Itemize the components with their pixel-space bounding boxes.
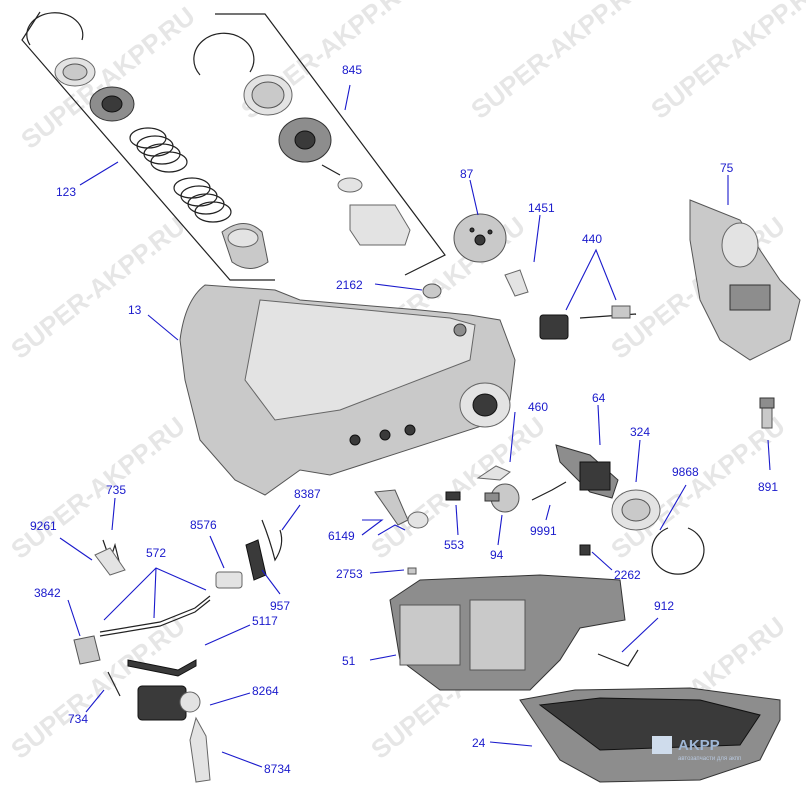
callout-8576[interactable]: 8576: [190, 518, 217, 532]
callout-94[interactable]: 94: [490, 548, 504, 562]
callout-8734[interactable]: 8734: [264, 762, 291, 776]
callout-9261[interactable]: 9261: [30, 519, 57, 533]
part-845-snap-ring[interactable]: [193, 32, 255, 76]
callout-957[interactable]: 957: [270, 599, 290, 613]
callout-2753[interactable]: 2753: [336, 567, 363, 581]
watermark: SUPER-AKPP.RU: [5, 411, 190, 565]
bracket-123: [21, 11, 275, 281]
part-9991-bracket-wire[interactable]: [531, 481, 567, 501]
callout-572[interactable]: 572: [146, 546, 166, 560]
part-553-pin[interactable]: [445, 491, 461, 501]
callout-2162[interactable]: 2162: [336, 278, 363, 292]
callout-9991[interactable]: 9991: [530, 524, 557, 538]
callout-735[interactable]: 735: [106, 483, 126, 497]
callout-75[interactable]: 75: [720, 161, 734, 175]
part-2753-check-ball[interactable]: [407, 567, 417, 575]
callout-64[interactable]: 64: [592, 391, 606, 405]
callout-3842[interactable]: 3842: [34, 586, 61, 600]
part-440-solenoid[interactable]: [539, 305, 637, 340]
callout-8264[interactable]: 8264: [252, 684, 279, 698]
part-957-lever[interactable]: [245, 539, 267, 581]
leader-lines: [59, 84, 771, 768]
logo-subtext: автозапчасти для акпп: [678, 756, 741, 762]
part-1451-sensor[interactable]: [504, 269, 529, 297]
callout-2262[interactable]: 2262: [614, 568, 641, 582]
bracket-845: [215, 13, 446, 276]
part-3842-detent[interactable]: [73, 635, 101, 665]
part-5117-lever[interactable]: [127, 659, 197, 677]
part-324-accumulator-cover[interactable]: [611, 489, 661, 531]
part-123-springs-upper[interactable]: [129, 127, 188, 173]
part-87-pump[interactable]: [453, 213, 507, 263]
part-845-servo-body[interactable]: [349, 204, 411, 246]
callout-24[interactable]: 24: [472, 736, 486, 750]
part-912-dipstick-tube[interactable]: [597, 649, 639, 667]
part-6149-valve[interactable]: [374, 489, 429, 529]
part-24-oil-pan[interactable]: [519, 687, 781, 783]
callout-460[interactable]: 460: [528, 400, 548, 414]
part-734-pin[interactable]: [107, 671, 121, 697]
part-572-shift-rod[interactable]: [99, 595, 211, 637]
callout-845[interactable]: 845: [342, 63, 362, 77]
callout-324[interactable]: 324: [630, 425, 650, 439]
part-123-snap-ring[interactable]: [26, 12, 84, 46]
callout-891[interactable]: 891: [758, 480, 778, 494]
part-8734-lever[interactable]: [189, 716, 211, 783]
part-123-housing[interactable]: [221, 223, 269, 269]
part-9261-lever[interactable]: [94, 547, 126, 576]
callout-9868[interactable]: 9868: [672, 465, 699, 479]
part-460-bracket[interactable]: [476, 465, 511, 481]
part-845-piston[interactable]: [278, 117, 332, 163]
callout-1451[interactable]: 1451: [528, 201, 555, 215]
callout-87[interactable]: 87: [460, 167, 474, 181]
part-891-speedometer-gear[interactable]: [759, 397, 775, 429]
logo-text: AKPP: [678, 737, 720, 754]
part-123-piston[interactable]: [89, 86, 135, 122]
part-2262-plug[interactable]: [579, 544, 591, 556]
callout-5117[interactable]: 5117: [252, 614, 278, 628]
callout-553[interactable]: 553: [444, 538, 464, 552]
part-94-solenoid[interactable]: [484, 483, 520, 513]
callout-8387[interactable]: 8387: [294, 487, 321, 501]
callout-123[interactable]: 123: [56, 185, 76, 199]
part-123-piston-cap[interactable]: [54, 57, 96, 87]
part-123-springs-lower[interactable]: [173, 177, 232, 223]
watermark: SUPER-AKPP.RU: [645, 0, 806, 125]
callout-51[interactable]: 51: [342, 654, 356, 668]
part-845-ring[interactable]: [337, 177, 363, 193]
callout-6149[interactable]: 6149: [328, 529, 355, 543]
part-9868-snap-ring[interactable]: [651, 527, 705, 575]
callout-912[interactable]: 912: [654, 599, 674, 613]
part-75-extension-housing[interactable]: [689, 199, 801, 361]
callout-13[interactable]: 13: [128, 303, 142, 317]
part-13-transmission-case[interactable]: [179, 284, 516, 496]
part-845-pin[interactable]: [321, 164, 341, 176]
brand-logo: AKPP автозапчасти для акпп: [652, 736, 741, 762]
part-2162-plug[interactable]: [422, 283, 442, 299]
part-8576-cylinder[interactable]: [215, 571, 243, 589]
callouts: 123 845 87 1451 75 440 2162 13 460 64 32…: [30, 63, 778, 776]
callout-734[interactable]: 734: [68, 712, 88, 726]
part-8387-spring[interactable]: [261, 519, 283, 562]
part-64-valve-body-manual[interactable]: [555, 444, 619, 499]
callout-440[interactable]: 440: [582, 232, 602, 246]
watermark: SUPER-AKPP.RU: [15, 1, 200, 155]
part-845-filter-disc[interactable]: [243, 74, 293, 116]
watermark: SUPER-AKPP.RU: [465, 0, 650, 125]
part-8264-switch[interactable]: [137, 685, 201, 721]
watermark: SUPER-AKPP.RU: [5, 211, 190, 365]
part-51-valve-body[interactable]: [389, 574, 626, 691]
